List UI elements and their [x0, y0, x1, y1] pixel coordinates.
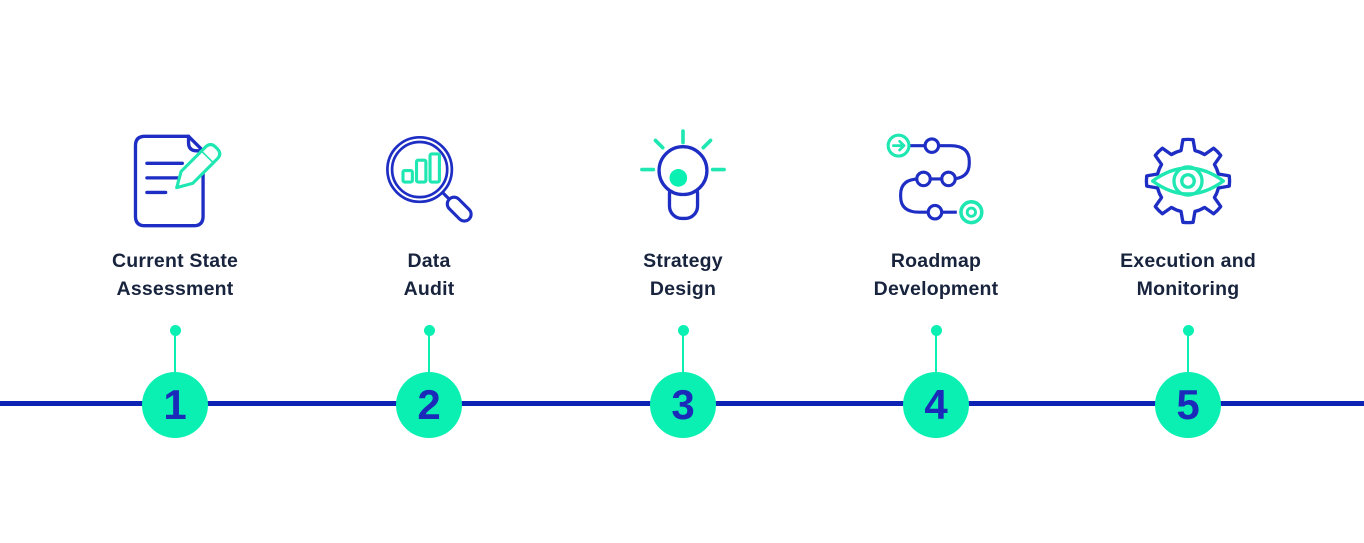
step-number-badge: 2 [396, 372, 462, 438]
document-pencil-icon [123, 129, 227, 233]
step-label: Strategy Design [563, 247, 803, 303]
lightbulb-icon [631, 129, 735, 233]
step-label: Roadmap Development [816, 247, 1056, 303]
step-number-badge: 3 [650, 372, 716, 438]
step-label-line2: Design [649, 278, 717, 300]
step-label-line1: Current State [111, 250, 239, 272]
gear-eye-icon [1136, 129, 1240, 233]
step-label-line1: Roadmap [890, 250, 982, 272]
step-data-audit: Data Audit 2 [309, 0, 549, 543]
step-roadmap-development: Roadmap Development 4 [816, 0, 1056, 543]
step-label-line2: Audit [403, 278, 455, 300]
connector-dot [423, 325, 435, 336]
step-number-badge: 5 [1155, 372, 1221, 438]
connector-stem [427, 335, 431, 374]
connector-stem [1186, 335, 1190, 374]
step-label: Current State Assessment [55, 247, 295, 303]
connector-dot [169, 325, 181, 336]
step-label-line2: Development [873, 278, 999, 300]
connector-dot [1182, 325, 1194, 336]
step-label-line1: Strategy [643, 250, 723, 272]
step-execution-and-monitoring: Execution and Monitoring 5 [1068, 0, 1308, 543]
step-label-line1: Data [407, 250, 451, 272]
step-number-badge: 4 [903, 372, 969, 438]
step-current-state-assessment: Current State Assessment 1 [55, 0, 295, 543]
step-label: Execution and Monitoring [1068, 247, 1308, 303]
connector-dot [930, 325, 942, 336]
connector-dot [677, 325, 689, 336]
connector-stem [173, 335, 177, 374]
connector-stem [934, 335, 938, 374]
step-number-badge: 1 [142, 372, 208, 438]
magnifier-bar-chart-icon [377, 129, 481, 233]
step-strategy-design: Strategy Design 3 [563, 0, 803, 543]
step-label-line2: Assessment [116, 278, 234, 300]
step-label: Data Audit [309, 247, 549, 303]
roadmap-path-icon [884, 129, 988, 233]
connector-stem [681, 335, 685, 374]
step-label-line1: Execution and [1120, 250, 1256, 272]
step-label-line2: Monitoring [1136, 278, 1240, 300]
